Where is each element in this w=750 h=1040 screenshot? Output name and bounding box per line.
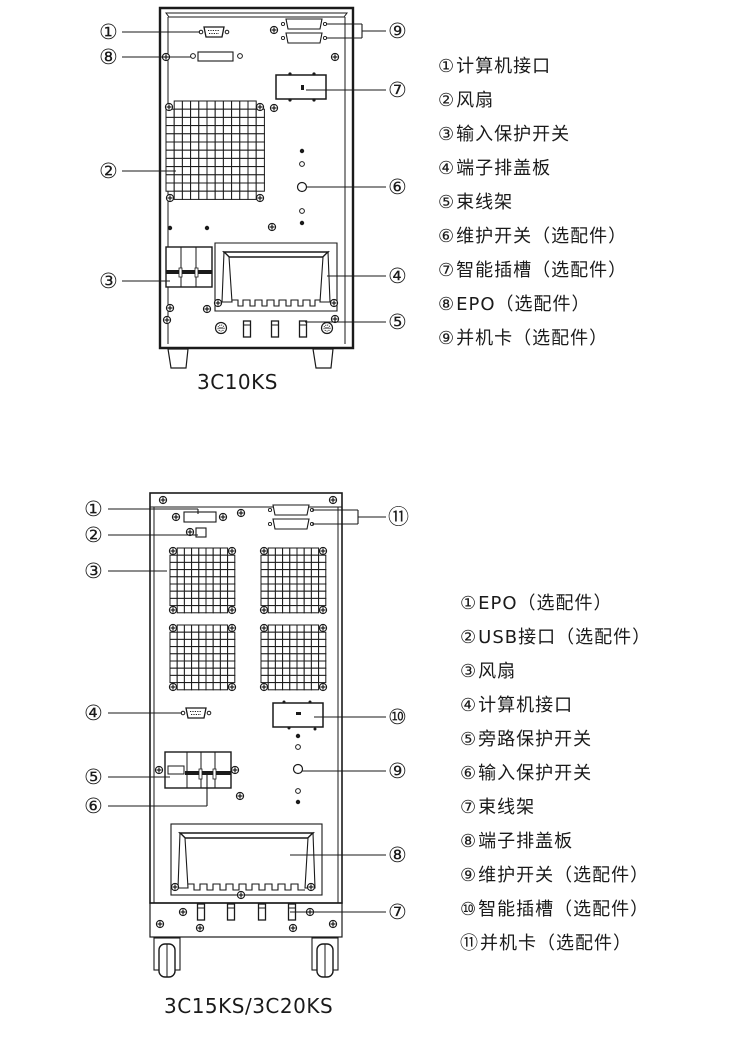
model-label-3c15ks-3c20ks: 3C15KS/3C20KS	[164, 994, 334, 1018]
legend-item: ③风扇	[460, 661, 517, 682]
legend-item: ⑧EPO（选配件）	[438, 294, 591, 315]
callout-3: ③	[99, 269, 118, 293]
fan-grille-2	[260, 547, 327, 614]
fan-grille-4	[260, 624, 327, 691]
legend-item: ⑧端子排盖板	[460, 831, 574, 852]
bypass-and-input-switches	[164, 751, 232, 789]
screw-icon	[227, 605, 237, 615]
screw-icon	[318, 546, 328, 556]
maintenance-switch	[296, 181, 308, 193]
epo-slot-2	[171, 511, 228, 523]
legend-item: ③输入保护开关	[438, 124, 571, 145]
legend-3c10ks: ①计算机接口 ②风扇 ③输入保护开关 ④端子排盖板 ⑤束线架 ⑥维护开关（选配件…	[438, 50, 627, 356]
legend-item: ①EPO（选配件）	[460, 593, 613, 614]
parallel-card-port-2b	[267, 518, 315, 530]
legend-3c15ks-3c20ks: ①EPO（选配件） ②USB接口（选配件） ③风扇 ④计算机接口 ⑤旁路保护开关…	[460, 587, 651, 961]
screw-icon	[259, 605, 269, 615]
parallel-card-port-1	[280, 18, 328, 30]
callout-9b: ⑨	[388, 759, 407, 783]
legend-item: ⑨并机卡（选配件）	[438, 328, 609, 349]
callout-7: ⑦	[388, 78, 407, 102]
legend-item: ⑤旁路保护开关	[460, 729, 593, 750]
screw-icon	[318, 682, 328, 692]
screw-icon	[318, 605, 328, 615]
legend-item: ⑥输入保护开关	[460, 763, 593, 784]
callout-8: ⑧	[99, 45, 118, 69]
screw-icon	[227, 682, 237, 692]
cable-tie-rack-2	[155, 903, 338, 933]
callout-6b: ⑥	[84, 794, 103, 818]
legend-item: ⑪并机卡（选配件）	[460, 933, 632, 954]
model-label-3c10ks: 3C10KS	[197, 370, 278, 394]
legend-item: ④端子排盖板	[438, 158, 552, 179]
screw-icon	[259, 682, 269, 692]
callouts-3c15ks: ① ② ③ ④ ⑤ ⑥ ⑪ ⑩ ⑨ ⑧ ⑦	[84, 497, 409, 924]
input-protection-switch	[165, 246, 213, 288]
screw-icon	[168, 546, 178, 556]
callout-10b: ⑩	[388, 705, 407, 729]
callout-4: ④	[388, 264, 407, 288]
legend-item: ⑩智能插槽（选配件）	[460, 899, 650, 920]
callout-3b: ③	[84, 559, 103, 583]
fan-grille	[165, 100, 265, 200]
parallel-card-port-2	[280, 32, 328, 44]
callout-11b: ⑪	[388, 505, 409, 529]
caster-left	[153, 937, 181, 978]
legend-item: ⑦智能插槽（选配件）	[438, 260, 628, 281]
legend-item: ②风扇	[438, 90, 495, 111]
callout-5b: ⑤	[84, 765, 103, 789]
screw-icon	[168, 682, 178, 692]
cabinet-3c10ks	[158, 6, 355, 369]
cabinet-3c15ks-3c20ks	[149, 492, 343, 978]
legend-item: ⑨维护开关（选配件）	[460, 865, 650, 886]
callout-2b: ②	[84, 523, 103, 547]
screw-icon	[318, 623, 328, 633]
legend-item: ⑤束线架	[438, 192, 514, 213]
epo-slot	[190, 51, 243, 62]
terminal-block-cover-2	[170, 823, 323, 900]
screw-icon	[259, 546, 269, 556]
callout-8b: ⑧	[388, 843, 407, 867]
callout-6: ⑥	[388, 175, 407, 199]
intelligent-slot	[275, 72, 327, 102]
screw-icon	[227, 546, 237, 556]
screw-icon	[227, 623, 237, 633]
callouts-3c10ks: ① ⑧ ② ③ ⑨ ⑦ ⑥ ④ ⑤	[99, 19, 407, 334]
legend-item: ①计算机接口	[438, 56, 552, 77]
screw-icon	[168, 623, 178, 633]
legend-item: ②USB接口（选配件）	[460, 627, 652, 648]
callout-7b: ⑦	[388, 900, 407, 924]
fan-grilles	[168, 546, 328, 692]
fan-grille-3	[169, 624, 236, 691]
parallel-card-port-1b	[267, 504, 315, 516]
legend-item: ④计算机接口	[460, 695, 574, 716]
callout-9: ⑨	[388, 19, 407, 43]
callout-5: ⑤	[388, 310, 407, 334]
fan-grille-1	[169, 547, 236, 614]
terminal-block-cover	[213, 242, 339, 312]
callout-1b: ①	[84, 497, 103, 521]
screw-icon	[168, 605, 178, 615]
usb-port	[185, 527, 207, 538]
maintenance-switch-2	[292, 763, 304, 775]
callout-2: ②	[99, 159, 118, 183]
legend-item: ⑦束线架	[460, 797, 536, 818]
caster-right	[311, 937, 339, 978]
fan-grille-cells	[165, 100, 265, 200]
screw-icon	[259, 623, 269, 633]
legend-item: ⑥维护开关（选配件）	[438, 226, 628, 247]
callout-4b: ④	[84, 701, 103, 725]
callout-1: ①	[99, 20, 118, 44]
intelligent-slot-2	[272, 700, 324, 731]
